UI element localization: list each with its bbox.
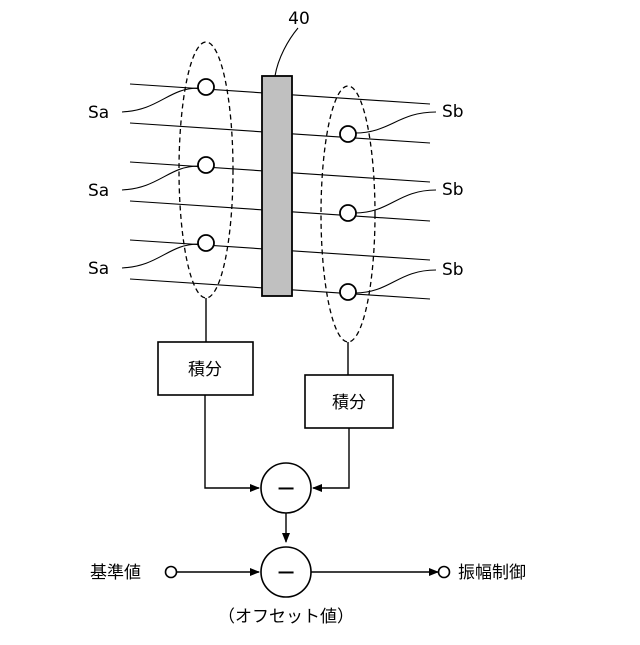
sensor-a-3 (198, 235, 214, 251)
subtractor-bottom: − (261, 547, 311, 597)
integrator-a-label: 積分 (188, 360, 222, 380)
sensor-a-3-label: Sa (88, 259, 109, 279)
sensor-b-2 (340, 205, 356, 221)
sensor-a-1 (198, 79, 214, 95)
sensor-a-2 (198, 157, 214, 173)
integrator-a: 積分 (158, 342, 253, 395)
sensor-b-1-label: Sb (442, 102, 464, 122)
subtractor-top: − (261, 463, 311, 513)
subtractor-bottom-symbol: − (276, 558, 296, 586)
reference-label: 基準値 (90, 563, 141, 583)
element-leader-line (275, 28, 298, 76)
element-number-label: 40 (288, 9, 310, 29)
wire-integrator-a-to-subtractor (205, 395, 259, 488)
integrator-b: 積分 (305, 375, 393, 428)
reference-terminal (166, 567, 177, 578)
sensor-a-2-label: Sa (88, 181, 109, 201)
wire-integrator-b-to-subtractor (313, 428, 349, 488)
sensor-a-1-label: Sa (88, 103, 109, 123)
integrator-b-label: 積分 (332, 393, 366, 413)
output-label: 振幅制御 (458, 563, 526, 583)
output-terminal (439, 567, 450, 578)
amplitude-output: 振幅制御 (311, 563, 526, 583)
sensor-group-b: Sb Sb Sb (321, 86, 464, 375)
sensor-b-3 (340, 284, 356, 300)
offset-label: （オフセット値） (218, 607, 354, 627)
sensor-b-2-label: Sb (442, 180, 464, 200)
sensor-b-1 (340, 126, 356, 142)
sensor-b-3-label: Sb (442, 260, 464, 280)
sensor-group-a: Sa Sa Sa (88, 42, 233, 342)
reference-input: 基準値 (90, 563, 259, 583)
plate-40: 40 (262, 9, 310, 296)
subtractor-top-symbol: − (276, 474, 296, 502)
